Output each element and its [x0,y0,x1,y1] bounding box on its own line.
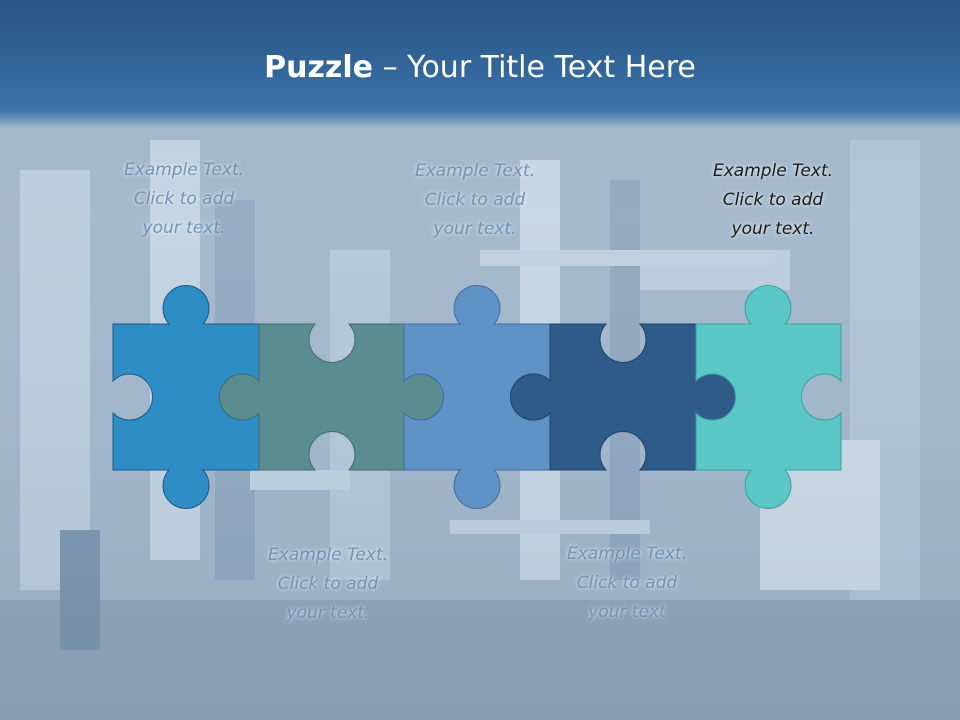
note-4-line-2: Click to add [722,190,824,210]
puzzle-piece-5[interactable] [695,285,842,509]
note-4-line-1: Example Text. [712,161,834,181]
slide-title[interactable]: Puzzle – Your Title Text Here [0,50,960,85]
text-note-2[interactable]: Example Text. Click to add your text. [238,541,418,628]
note-1-line-1: Example Text. [123,160,245,180]
note-2-line-2: Click to add [277,574,379,594]
note-5-line-3: your text [588,602,666,622]
text-note-5[interactable]: Example Text. Click to add your text [537,540,717,627]
note-4-line-3: your text. [731,219,815,239]
title-bar [0,0,960,130]
note-5-line-2: Click to add [576,573,678,593]
note-3-line-3: your text. [433,219,517,239]
note-2-line-1: Example Text. [267,545,389,565]
title-bold-text: Puzzle [264,50,374,85]
text-note-1[interactable]: Example Text. Click to add your text. [94,156,274,243]
text-note-4[interactable]: Example Text. Click to add your text. [683,157,863,244]
note-3-line-1: Example Text. [414,161,536,181]
text-note-3[interactable]: Example Text. Click to add your text. [385,157,565,244]
note-3-line-2: Click to add [424,190,526,210]
note-5-line-1: Example Text. [566,544,688,564]
note-1-line-3: your text. [142,218,226,238]
title-rest-text: – Your Title Text Here [373,50,696,85]
note-2-line-3: your text. [286,603,370,623]
puzzle-piece-1[interactable] [112,285,260,509]
note-1-line-2: Click to add [133,189,235,209]
